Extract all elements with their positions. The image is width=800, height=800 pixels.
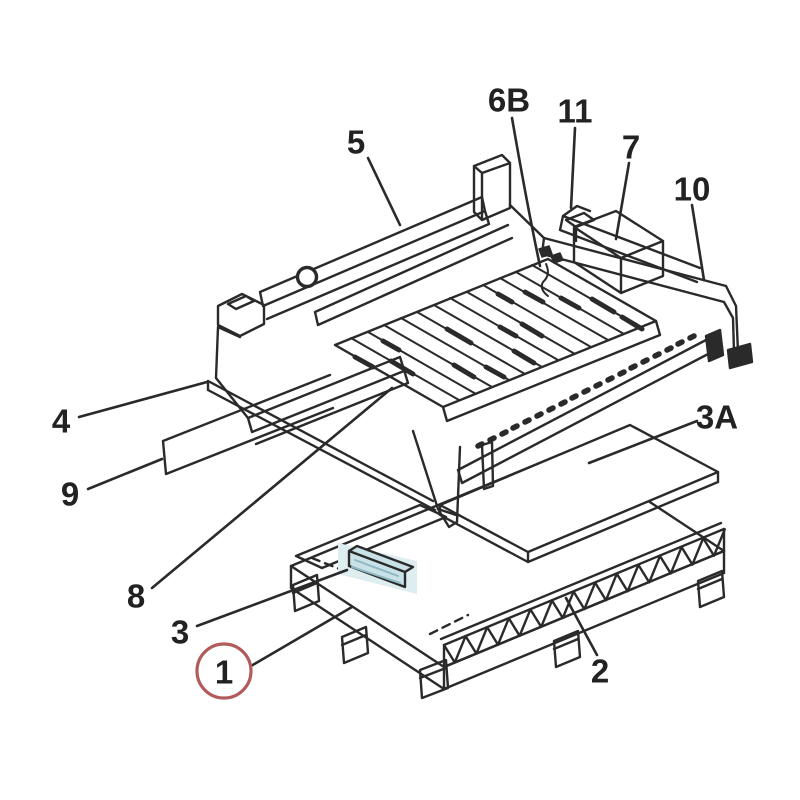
rack-2-zigzag	[442, 528, 726, 664]
upper-carriage-assembly	[161, 153, 754, 529]
bar-10-foot	[726, 342, 754, 370]
leader-line-1	[249, 605, 354, 668]
back-rim	[558, 204, 702, 284]
callout-7: 7	[622, 129, 640, 166]
callout-11: 11	[558, 93, 593, 130]
chassis-left-face	[214, 325, 250, 420]
callout-3: 3	[171, 614, 189, 651]
callout-3A: 3A	[696, 399, 738, 436]
leader-line-5	[366, 156, 402, 227]
leader-line-6B	[510, 116, 542, 268]
bar-10	[540, 236, 740, 354]
rail-right-post	[472, 153, 512, 222]
chassis-bottom-right-edge	[456, 338, 712, 491]
callout-6B: 6B	[488, 82, 530, 119]
base-foot-4	[552, 629, 582, 669]
callout-1-circle	[195, 642, 253, 700]
rack-2-rails	[439, 521, 726, 669]
rail-knob	[295, 265, 319, 289]
front-ledge-8	[246, 355, 410, 446]
base-foot-5	[696, 569, 726, 609]
inner-bar	[313, 223, 514, 327]
part3-streaks	[351, 559, 401, 584]
rail-5	[258, 195, 546, 321]
leader-line-2	[564, 596, 599, 657]
chassis-flap	[411, 429, 462, 529]
callout-1: 1	[215, 654, 233, 691]
chassis-right-foot	[704, 328, 725, 363]
leader-line-8	[150, 386, 394, 590]
slat-rail-lower	[441, 319, 662, 423]
callout-5: 5	[347, 124, 365, 161]
clip-6b-wire	[540, 263, 549, 297]
callout-8: 8	[127, 578, 145, 615]
leader-line-9	[86, 457, 164, 491]
base-foot-2	[340, 625, 370, 665]
part3-bracket	[347, 544, 415, 589]
leader-line-11	[569, 126, 577, 210]
rail-left-cap	[216, 292, 266, 338]
panel-9	[161, 373, 335, 476]
callout-10: 10	[674, 171, 711, 208]
leader-line-3A	[587, 419, 699, 465]
leader-line-10	[690, 203, 706, 282]
lower-base-assembly	[289, 423, 726, 700]
callout-4: 4	[52, 403, 71, 440]
base-foot-1	[291, 573, 321, 613]
leader-line-7	[614, 161, 631, 241]
base-foot-3	[418, 658, 450, 700]
clip-6b	[538, 245, 564, 264]
leader-line-3	[195, 568, 349, 628]
sheet-3a-thickness	[438, 470, 720, 564]
callout-layer: 5 6B 11 7 10 4 9 831 2 3A	[52, 82, 738, 700]
leader-line-4	[77, 380, 209, 419]
callout-2: 2	[591, 653, 609, 690]
callout-9: 9	[61, 476, 79, 513]
perforation-dots	[475, 333, 697, 449]
